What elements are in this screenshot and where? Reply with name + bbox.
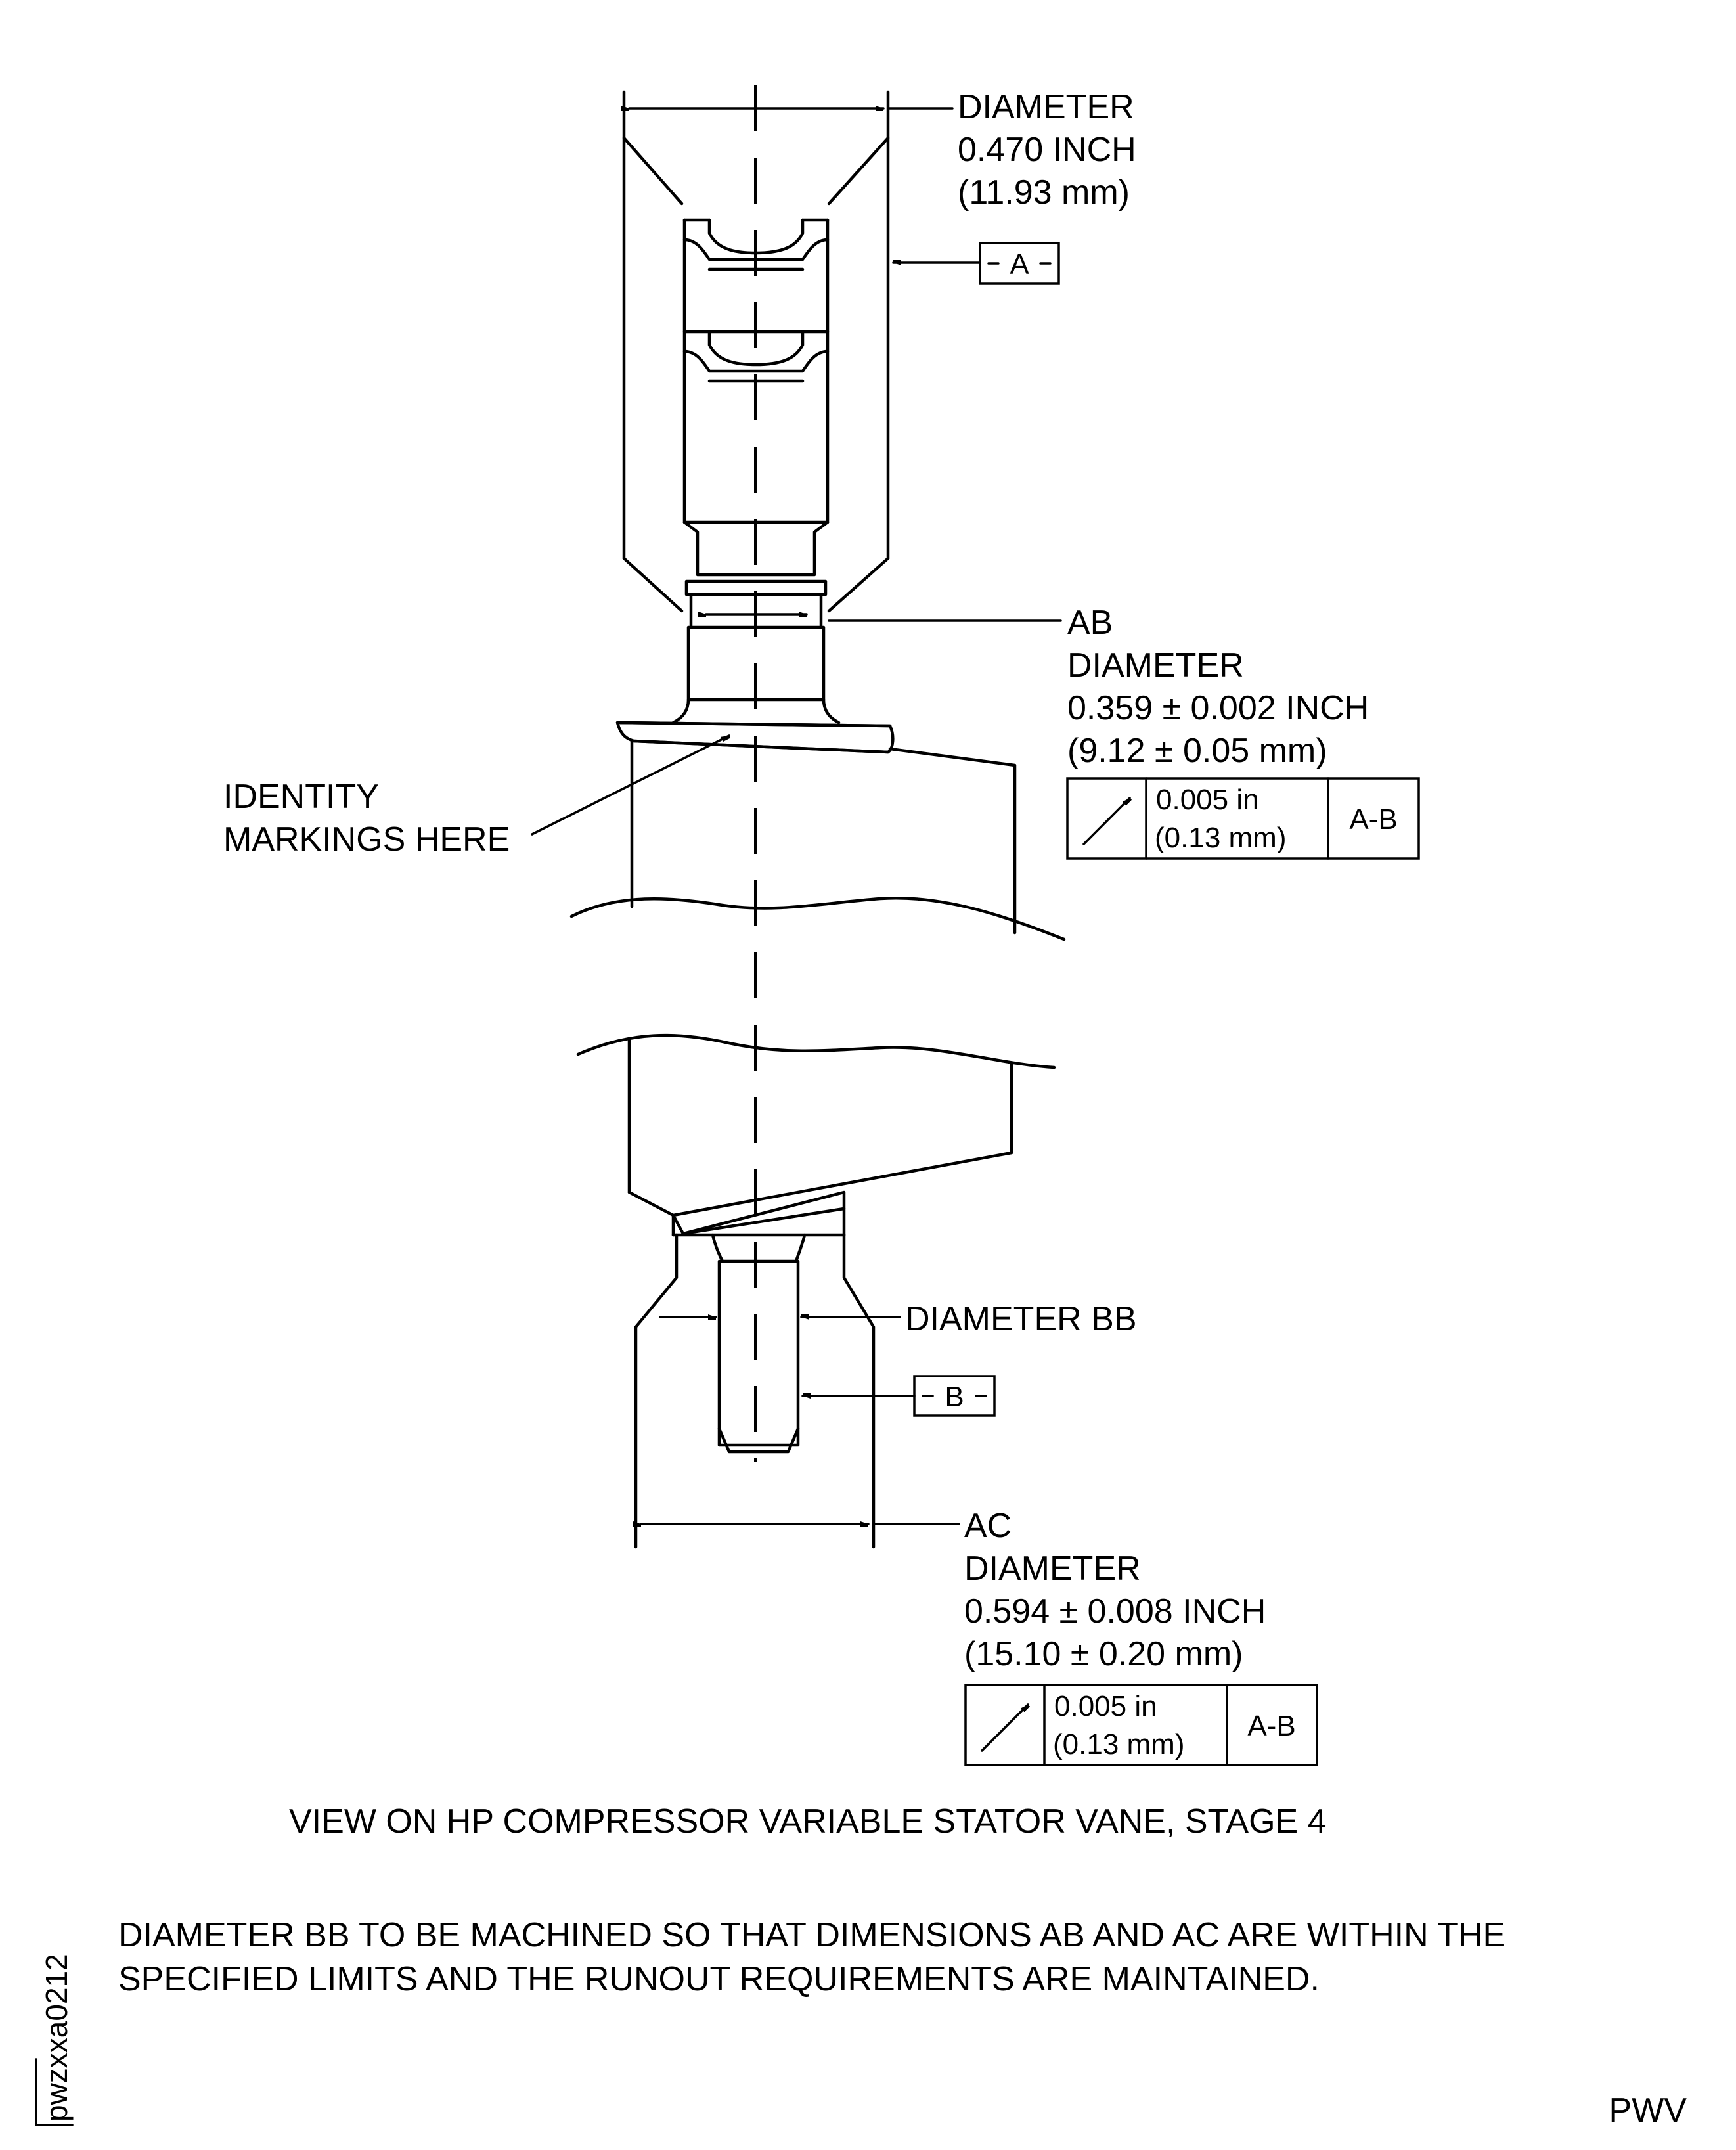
note-line1: DIAMETER BB TO BE MACHINED SO THAT DIMEN… [118,1916,1505,1954]
figure-id: pwzxxa0212 [35,1954,74,2126]
datum-a-callout: A [892,242,1060,285]
dim-top-inch: 0.470 INCH [958,131,1136,169]
dim-ab-label: DIAMETER [1067,646,1244,684]
runout-ac-datum: A-B [1247,1710,1295,1742]
runout-frame-ab: 0.005 in (0.13 mm) A-B [1066,777,1420,860]
identity-line2: MARKINGS HERE [223,820,510,859]
dim-ac-name: AC [964,1507,1012,1545]
runout-ab-tol-mm: (0.13 mm) [1155,822,1286,854]
dim-ab-mm: (9.12 ± 0.05 mm) [1067,732,1327,770]
dim-ac-mm: (15.10 ± 0.20 mm) [964,1635,1243,1673]
dim-ac-inch: 0.594 ± 0.008 INCH [964,1592,1266,1630]
aerofoil-lower [576,1033,1056,1549]
runout-frame-ac: 0.005 in (0.13 mm) A-B [964,1684,1318,1766]
dimension-bb: DIAMETER BB [659,1300,1137,1338]
identity-line1: IDENTITY [223,778,379,816]
figure-id-text: pwzxxa0212 [39,1954,74,2122]
note-line2: SPECIFIED LIMITS AND THE RUNOUT REQUIREM… [118,1960,1320,1998]
datum-b-label: B [945,1381,964,1413]
runout-ab-tol-in: 0.005 in [1156,784,1259,816]
drawing-code: PWV [1609,2092,1687,2130]
dimension-top: DIAMETER 0.470 INCH (11.93 mm) [629,88,1136,212]
dim-bb-label: DIAMETER BB [905,1300,1137,1338]
aerofoil-upper [569,721,1066,941]
datum-a-label: A [1010,248,1029,280]
runout-ab-datum: A-B [1349,803,1397,836]
dim-top-label: DIAMETER [958,88,1134,126]
runout-ac-tol-mm: (0.13 mm) [1053,1728,1184,1760]
dim-ac-label: DIAMETER [964,1550,1141,1588]
dimension-ab: AB DIAMETER 0.359 ± 0.002 INCH (9.12 ± 0… [828,604,1420,860]
datum-b-callout: B [801,1375,996,1417]
dim-ab-name: AB [1067,604,1113,642]
runout-ac-tol-in: 0.005 in [1054,1690,1157,1722]
dimension-ac: AC DIAMETER 0.594 ± 0.008 INCH (15.10 ± … [641,1507,1318,1766]
dim-top-mm: (11.93 mm) [958,173,1130,212]
dim-ab-inch: 0.359 ± 0.002 INCH [1067,689,1369,727]
runout-arrow-icon [981,1705,1028,1752]
view-title: VIEW ON HP COMPRESSOR VARIABLE STATOR VA… [289,1803,1327,1841]
runout-arrow-icon [1082,798,1130,845]
identity-callout: IDENTITY MARKINGS HERE [223,736,729,859]
